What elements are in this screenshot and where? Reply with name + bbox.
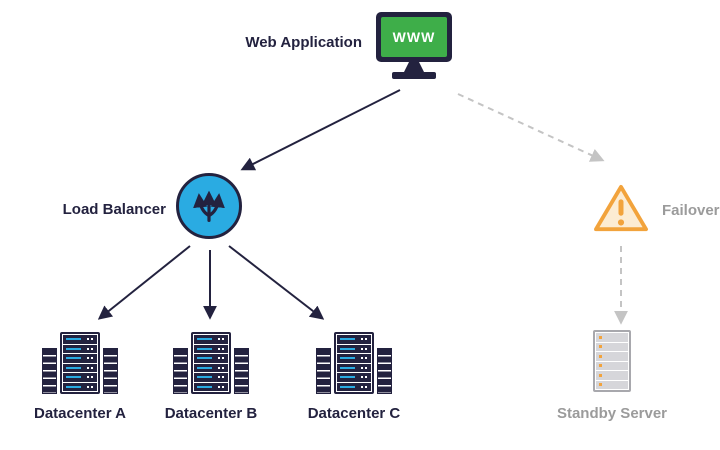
server-rack-side-right bbox=[377, 348, 392, 394]
server-rack-side-left bbox=[173, 348, 188, 394]
branch-arrows-icon bbox=[193, 190, 225, 222]
monitor-stand-neck bbox=[404, 62, 424, 72]
load-balancer-label: Load Balancer bbox=[62, 201, 166, 218]
warning-triangle-icon bbox=[594, 184, 648, 232]
server-rack-side-left bbox=[42, 348, 57, 394]
standby-server-icon bbox=[593, 330, 631, 392]
edge-webapp-to-failover bbox=[457, 93, 605, 162]
monitor-www-icon: WWW bbox=[376, 12, 452, 79]
datacenter-a-label: Datacenter A bbox=[34, 405, 126, 422]
server-rack-main bbox=[334, 332, 374, 394]
load-balancer-icon bbox=[176, 173, 242, 239]
failover-label: Failover bbox=[662, 202, 720, 219]
server-rack-main bbox=[191, 332, 231, 394]
monitor-screen: WWW bbox=[376, 12, 452, 62]
edge-loadbalancer-to-datacenter-a bbox=[97, 245, 191, 320]
web-application-label: Web Application bbox=[245, 34, 362, 51]
server-rack-main bbox=[60, 332, 100, 394]
edge-loadbalancer-to-datacenter-c bbox=[228, 245, 325, 320]
standby-server-label: Standby Server bbox=[556, 405, 668, 422]
server-rack-side-right bbox=[103, 348, 118, 394]
server-rack-side-right bbox=[234, 348, 249, 394]
datacenter-c-label: Datacenter C bbox=[307, 405, 401, 422]
datacenter-b-label: Datacenter B bbox=[164, 405, 258, 422]
www-screen-text: WWW bbox=[381, 17, 447, 57]
server-rack-side-left bbox=[316, 348, 331, 394]
datacenter-c-icon bbox=[310, 330, 398, 394]
edge-webapp-to-loadbalancer bbox=[240, 89, 401, 171]
datacenter-b-icon bbox=[167, 330, 255, 394]
datacenter-a-icon bbox=[36, 330, 124, 394]
monitor-stand-base bbox=[392, 72, 436, 79]
